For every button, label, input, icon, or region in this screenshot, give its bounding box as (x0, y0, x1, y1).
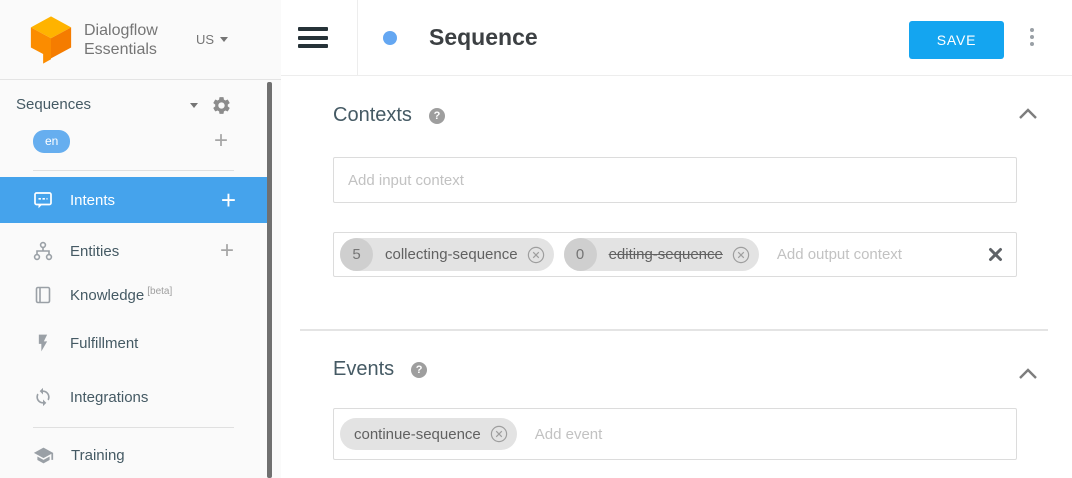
sidebar-item-fulfillment[interactable]: Fulfillment (0, 322, 267, 364)
sidebar-item-intents[interactable]: Intents + (0, 177, 267, 223)
add-entity-button[interactable]: + (219, 237, 234, 264)
lightning-bolt-icon (38, 334, 48, 352)
add-output-context-placeholder[interactable]: Add output context (776, 246, 902, 263)
region-selector[interactable]: US (196, 32, 229, 47)
intent-status-dot (383, 31, 397, 45)
events-field[interactable]: continue-sequence Add event (333, 408, 1017, 460)
output-context-chip: 5 collecting-sequence (340, 238, 554, 271)
help-icon[interactable]: ? (428, 107, 445, 124)
save-button[interactable]: SAVE (909, 21, 1004, 59)
context-name: collecting-sequence (385, 246, 518, 263)
context-lifespan[interactable]: 0 (563, 238, 597, 271)
add-intent-button[interactable]: + (220, 185, 236, 215)
input-context-field[interactable] (333, 157, 1017, 203)
sidebar-item-training[interactable]: Training (0, 434, 267, 476)
events-section-title: Events ? (333, 358, 428, 381)
chevron-down-icon (220, 37, 229, 42)
sidebar-divider (33, 170, 234, 171)
sidebar-item-integrations[interactable]: Integrations (0, 376, 267, 418)
add-language-button[interactable]: + (214, 127, 229, 154)
context-name: editing-sequence (608, 246, 723, 263)
chat-bubble-icon (34, 192, 52, 209)
topbar-divider (357, 0, 358, 76)
help-icon[interactable]: ? (411, 361, 428, 378)
menu-icon[interactable] (298, 27, 328, 53)
clear-contexts-icon[interactable] (988, 247, 1003, 262)
sidebar-item-entities[interactable]: Entities + (0, 230, 267, 272)
remove-context-icon[interactable] (732, 246, 750, 264)
contexts-section-title: Contexts ? (333, 104, 445, 127)
language-badge[interactable]: en (33, 130, 71, 153)
event-name: continue-sequence (354, 425, 481, 443)
dialogflow-logo-icon (30, 16, 72, 64)
sidebar-scrollbar[interactable] (267, 82, 272, 478)
remove-event-icon[interactable] (490, 425, 508, 443)
context-lifespan[interactable]: 5 (340, 238, 373, 271)
collapse-events-chevron-up-icon[interactable] (1018, 368, 1038, 380)
sidebar-header: Dialogflow Essentials US (0, 0, 281, 80)
gear-icon[interactable] (211, 95, 232, 116)
output-context-chip: 0 editing-sequence (563, 238, 759, 271)
main-panel: Sequence SAVE Contexts ? 5 collecting-se… (281, 0, 1072, 478)
hierarchy-icon (33, 241, 53, 261)
add-input-context-input[interactable] (334, 171, 1016, 189)
intent-topbar: Sequence SAVE (281, 0, 1072, 76)
add-event-placeholder[interactable]: Add event (534, 425, 603, 443)
sync-icon (36, 387, 50, 407)
output-context-field[interactable]: 5 collecting-sequence 0 editing-sequence (333, 232, 1017, 277)
section-divider (300, 329, 1048, 331)
sidebar: Dialogflow Essentials US Sequences en + (0, 0, 281, 478)
intent-editor: Contexts ? 5 collecting-sequence (281, 76, 1072, 478)
book-icon (35, 286, 51, 304)
beta-badge: [beta] (147, 286, 173, 297)
page-title: Sequence (429, 24, 538, 50)
event-chip: continue-sequence (340, 418, 517, 450)
collapse-contexts-chevron-up-icon[interactable] (1018, 108, 1038, 120)
graduation-cap-icon (33, 447, 54, 463)
brand-name: Dialogflow Essentials (84, 22, 158, 58)
sidebar-item-knowledge[interactable]: Knowledge[beta] (0, 274, 267, 316)
more-options-icon[interactable] (1029, 28, 1035, 49)
agent-selector[interactable]: Sequences (16, 96, 92, 113)
agent-chevron-down-icon[interactable] (190, 103, 198, 108)
sidebar-divider (33, 427, 234, 428)
remove-context-icon[interactable] (527, 246, 545, 264)
